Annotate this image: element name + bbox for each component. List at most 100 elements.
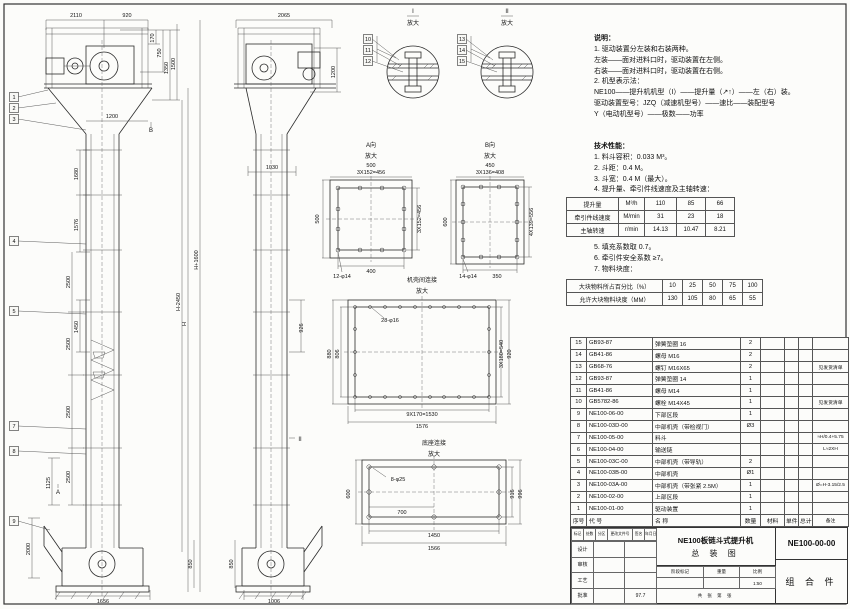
item-balloon-number: 15 [459,59,465,65]
table-cell: 比例 [739,566,776,578]
table-cell [798,502,813,516]
table-cell [593,556,625,573]
table-cell: 100 [742,279,763,293]
detail-i-title: I [412,9,414,15]
dimension-label: H-2450 [176,293,182,311]
table-cell: 31 [644,210,677,224]
table-cell: 螺栓 M14X45 [652,396,741,409]
table-cell: 单件 [784,514,799,527]
table-cell [740,431,761,445]
item-balloon-number: 8 [12,449,15,455]
sheet-count: 共 张 第 张 [697,593,734,598]
table-cell [593,541,625,558]
table-cell: 见发货清单 [812,396,849,409]
table-cell: 1 [740,407,761,421]
table-cell: 105 [682,292,703,306]
table-cell: NE100-03A-00 [586,478,653,492]
dimension-label: 750 [157,48,163,57]
dimension-label: 放大 [365,152,377,160]
dimension-label: 9X170=1530 [406,412,437,418]
table-cell [784,384,799,398]
table-cell: Ø=H-3.15/2.5 [812,478,849,492]
table-cell: GB93-87 [586,337,653,350]
text-line: 5. 填充系数取 0.7。 [594,244,656,251]
table-cell: 1 [740,490,761,504]
text-line: 1. 料斗容积：0.033 M³。 [594,153,672,161]
table-cell: 13 [570,360,587,374]
table-cell: 85 [676,197,706,211]
dimension-label: 2500 [66,471,72,483]
front-elevation-view [43,27,153,600]
table-cell: 23 [676,210,706,224]
tension-wheel [88,550,116,578]
tech-items-2: 5. 填充系数取 0.7。 6. 牵引件安全系数 ≥7。 7. 物料块度： [594,243,848,276]
dimension-label: 850 [188,559,194,568]
table-row: 设计 [571,541,657,558]
dimension-label: 1566 [428,546,440,552]
table-cell [784,396,799,409]
table-cell: NE100-01-00 [586,502,653,516]
text-line: 右装——面对进料口时，驱动装置在右侧。 [594,67,727,75]
table-cell: 10 [570,396,587,409]
text-line: 6. 牵引件安全系数 ≥7。 [594,254,668,262]
table-cell [812,502,849,516]
part-type: 组 合 件 [785,577,838,587]
item-balloon [363,45,373,55]
dimension-label: 600 [346,489,352,498]
table-row: 阶段标记重量比例 [656,566,776,578]
table-cell: 65 [722,292,743,306]
dimension-label: 8-φ25 [391,477,406,483]
dimension-label: 700 [397,510,406,516]
table-cell: 75 [722,279,743,293]
table-cell [784,419,799,433]
table-cell [760,502,785,516]
table-cell: 8.21 [705,223,735,237]
view-b-marker: B [149,128,153,134]
table-cell: NE100-03C-00 [586,455,653,468]
table-cell [798,384,813,398]
item-balloon-number: 5 [12,309,15,315]
table-cell: 15 [570,337,587,350]
table-cell: 签名 [632,528,645,541]
table-cell: 提升量 [566,197,619,211]
text-line: 7. 物料块度： [594,265,637,273]
dimension-label: 2110 [70,13,82,19]
text-line: 4. 提升量、牵引件线速度及主轴转速： [594,186,714,194]
table-cell [593,587,625,604]
table-cell: 6 [570,443,587,457]
detail-b-flange [450,176,532,273]
item-balloon [363,34,373,44]
table-cell: 标记 [571,528,584,541]
table-cell [798,372,813,386]
detail-casing-joint [332,296,511,424]
table-row: 工艺 [571,572,657,589]
dimension-label: 996 [518,489,524,498]
dimension-label: 1450 [74,321,80,333]
table-cell [812,490,849,504]
drawing-title: 总 装 图 [691,548,740,558]
dimension-label: 1450 [428,533,440,539]
table-cell [656,577,704,589]
item-balloon-number: 9 [12,519,15,525]
table-cell: NE100-03D-00 [586,419,653,433]
table-cell: 材料 [760,514,785,527]
table-cell [784,407,799,421]
table-cell: GB5782-86 [586,396,653,409]
table-cell: 10 [662,279,683,293]
item-balloon [9,306,19,316]
item-balloon [457,45,467,55]
table-cell [784,360,799,374]
table-cell: Ø3 [740,419,761,433]
item-balloon [9,114,19,124]
table-cell: 9 [570,407,587,421]
product-name: NE100板链斗式提升机 [677,535,754,545]
